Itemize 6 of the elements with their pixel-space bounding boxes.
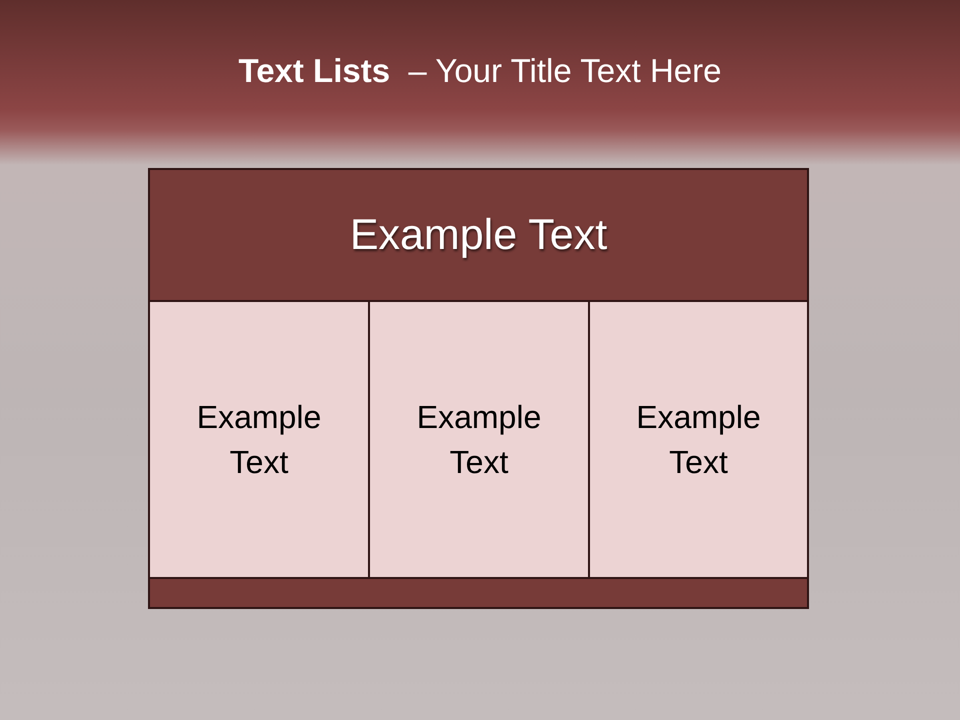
slide-title: Text Lists – Your Title Text Here [237,52,722,90]
header-box: Example Text [148,168,809,302]
text-box: Example Text [368,300,590,579]
text-box: Example Text [148,300,370,579]
footer-bar [148,577,809,609]
text-box: Example Text [588,300,809,579]
